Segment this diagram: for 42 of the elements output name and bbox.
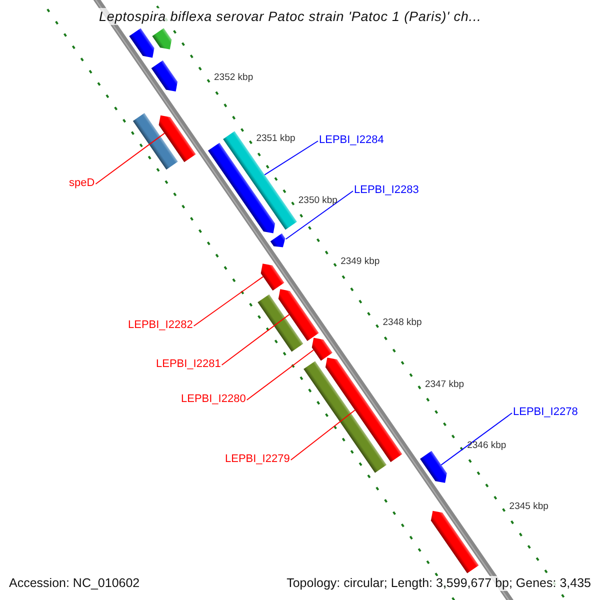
- accession-text: Accession: NC_010602: [9, 576, 140, 590]
- gene-block: [278, 289, 319, 341]
- tick-label: 2348 kbp: [382, 318, 422, 328]
- leader-line: [440, 412, 512, 466]
- gene-block: [158, 115, 196, 162]
- gene-bar: [258, 294, 304, 352]
- gene-block: [129, 28, 154, 58]
- gene-block: [270, 233, 286, 248]
- gene-label: LEPBI_I2281: [156, 358, 221, 370]
- gene-label: LEPBI_I2284: [319, 134, 384, 146]
- gene-label: LEPBI_I2280: [181, 394, 246, 404]
- leader-line: [95, 132, 165, 184]
- gene-label: LEPBI_I2278: [513, 406, 578, 418]
- gene-label: LEPBI_I2282: [128, 320, 193, 330]
- gene-block: [420, 450, 447, 483]
- leader-line: [285, 190, 354, 240]
- tick-label: 2350 kbp: [298, 196, 338, 206]
- leader-line: [246, 350, 314, 400]
- leader-line: [193, 276, 264, 326]
- tick-label: 2347 kbp: [424, 380, 464, 389]
- tick-label: 2351 kbp: [256, 134, 296, 144]
- gene-label: LEPBI_I2283: [354, 184, 419, 196]
- gene-block: [152, 28, 172, 50]
- gene-bar: [132, 113, 178, 170]
- gene-label: speD: [69, 178, 95, 188]
- gene-block: [208, 142, 276, 234]
- gene-label: LEPBI_I2279: [225, 454, 290, 464]
- leader-line: [264, 140, 318, 176]
- leader-line: [290, 410, 356, 460]
- gene-block: [430, 510, 479, 574]
- tick-label: 2346 kbp: [467, 440, 506, 450]
- gene-block: [151, 60, 178, 92]
- tick-label: 2349 kbp: [340, 256, 380, 266]
- leader-line: [221, 314, 290, 366]
- gene-block: [325, 358, 402, 462]
- genome-stats-text: Topology: circular; Length: 3,599,677 bp; Genes: 3,435: [286, 576, 591, 590]
- gene-bar: [304, 361, 387, 473]
- tick-label: 2352 kbp: [214, 72, 254, 82]
- gene-block: [260, 264, 284, 291]
- gene-block: [312, 338, 332, 361]
- tick-label: 2345 kbp: [509, 502, 548, 512]
- gene-bar: [223, 131, 297, 230]
